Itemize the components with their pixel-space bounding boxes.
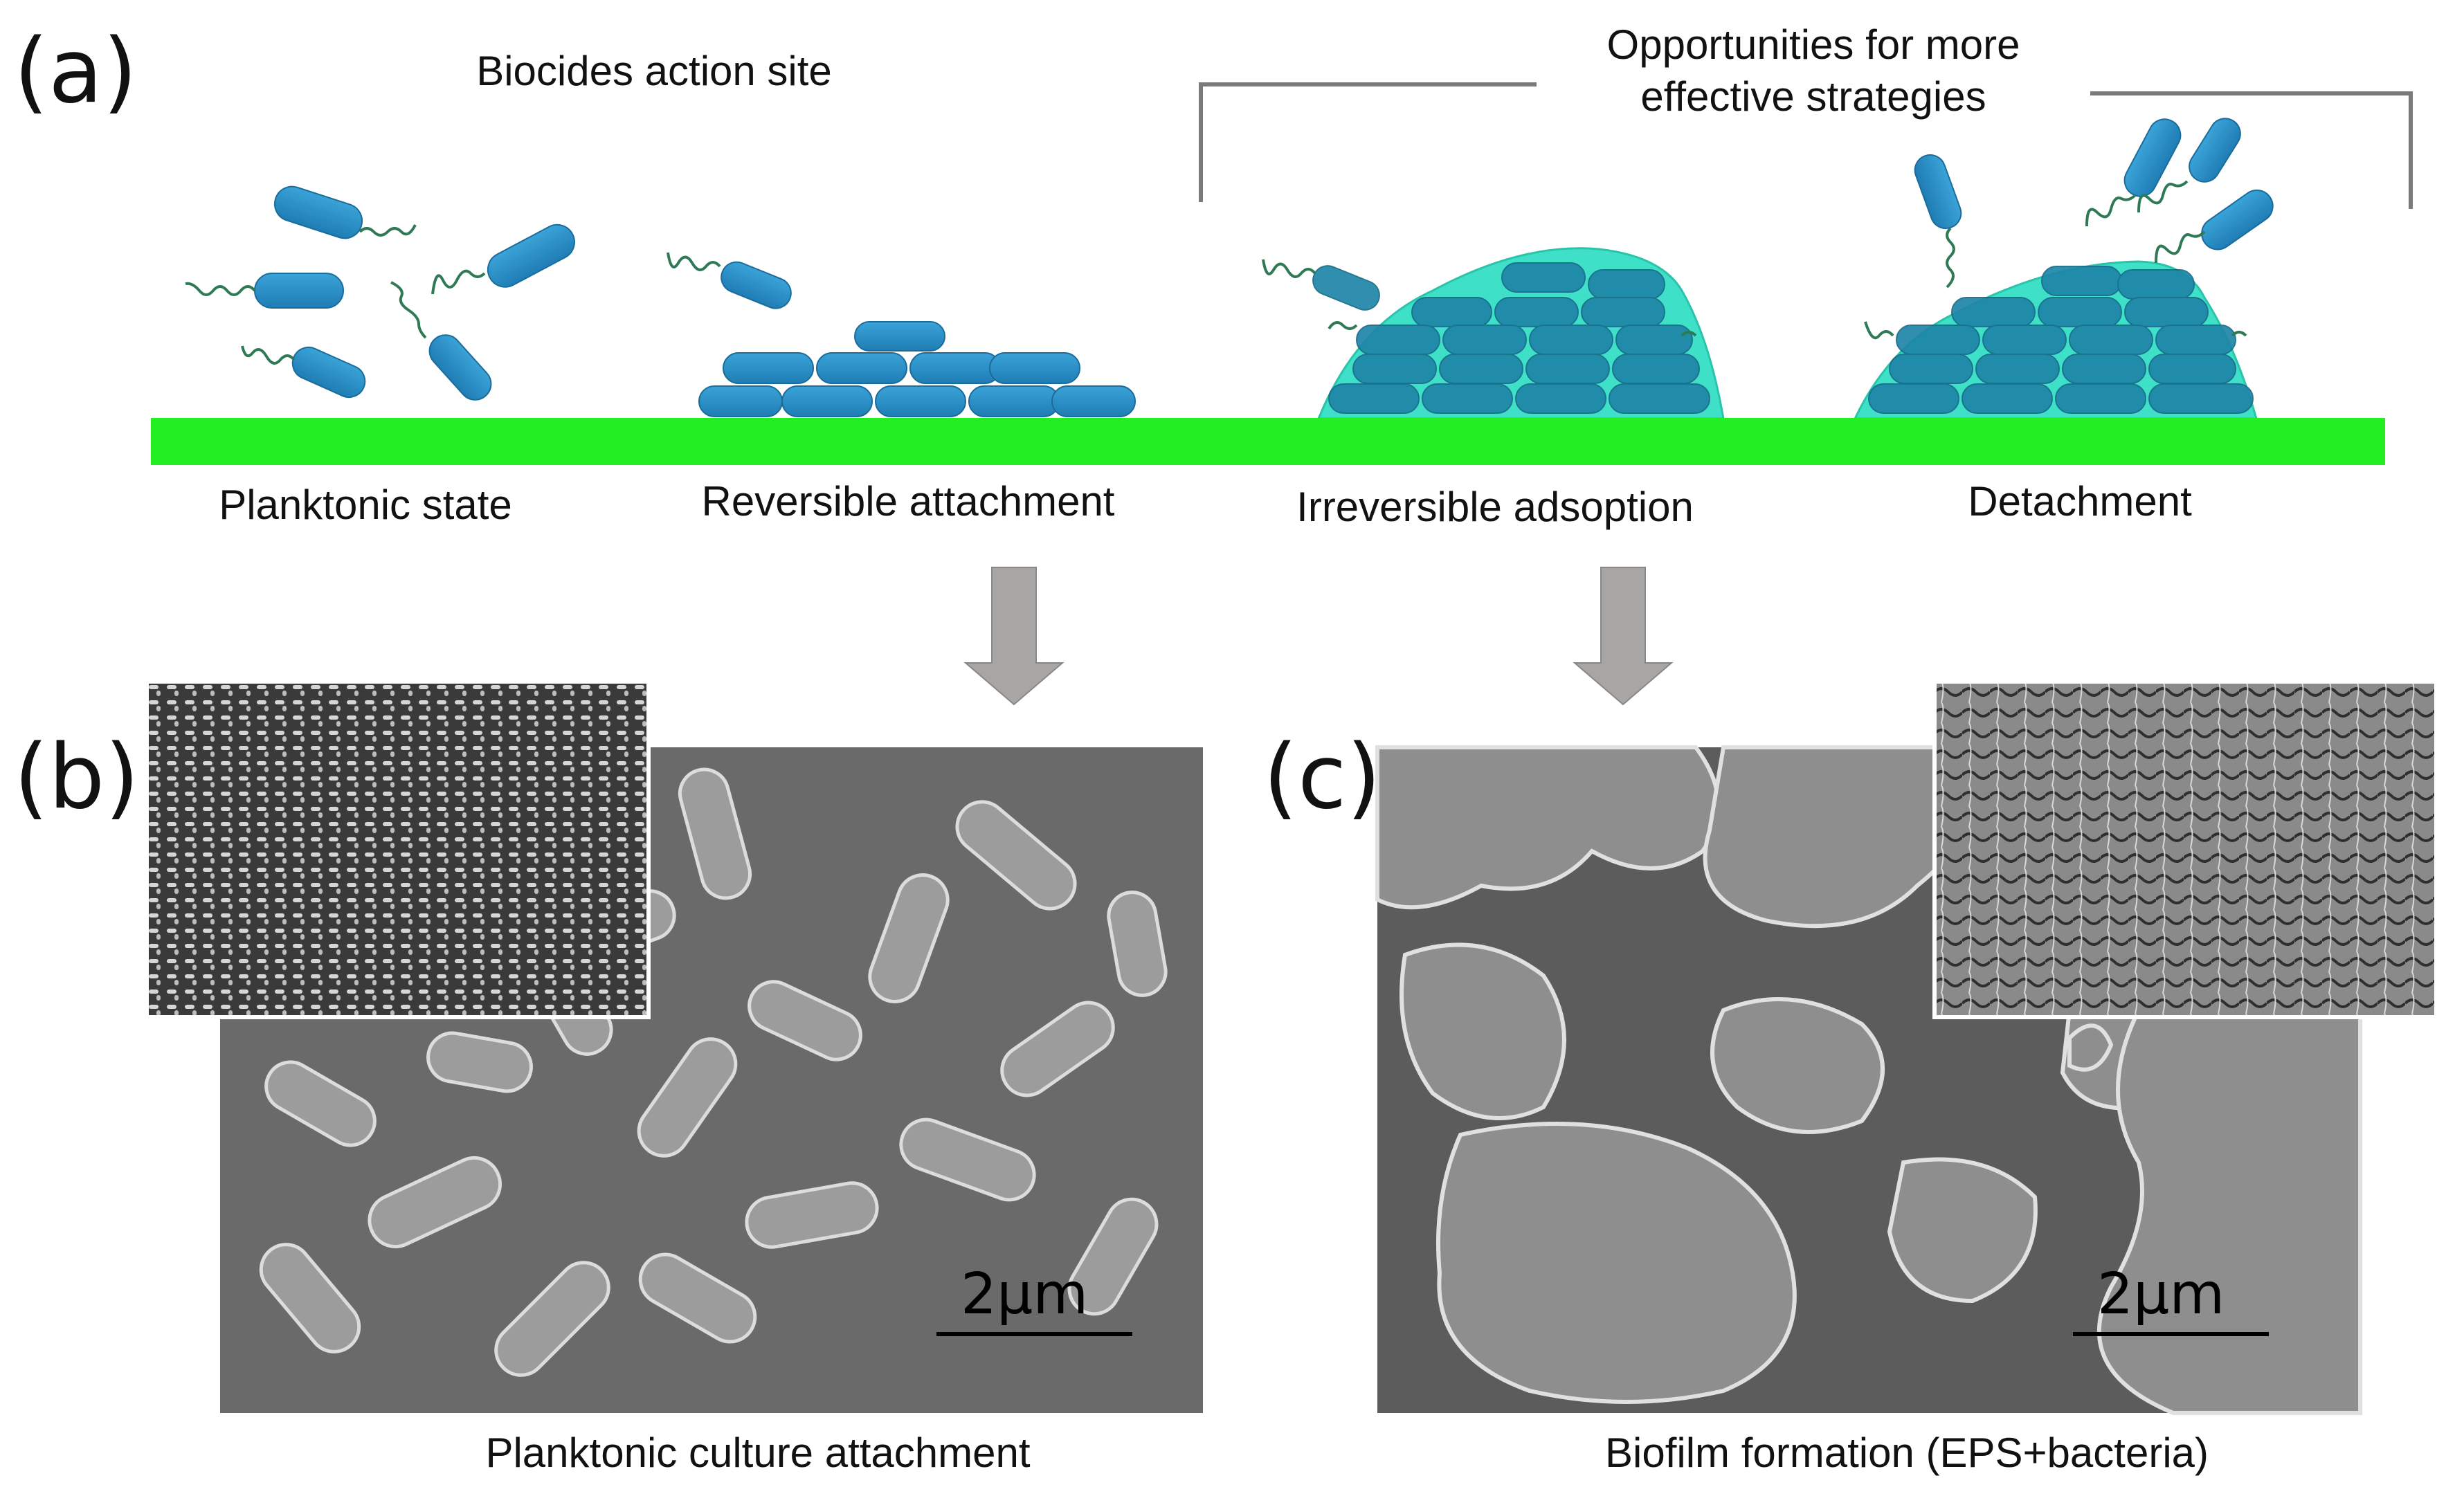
scale-bar-label-b: 2μm — [961, 1261, 1088, 1327]
detaching-bacteria — [1914, 118, 2274, 250]
panel-label-c: (c) — [1263, 726, 1382, 829]
stage-label-detachment: Detachment — [1968, 478, 2192, 524]
caption-planktonic-culture: Planktonic culture attachment — [485, 1430, 1031, 1476]
biocides-action-label: Biocides action site — [476, 48, 832, 94]
opportunities-line1: Opportunities for more — [1606, 21, 2020, 68]
sem-planktonic-inset — [145, 679, 651, 1019]
caption-biofilm-formation: Biofilm formation (EPS+bacteria) — [1605, 1430, 2209, 1476]
reversible-bacteria — [698, 261, 1136, 417]
irreversible-bacteria — [1312, 262, 1710, 414]
stage-label-irreversible: Irreversible adsoption — [1296, 484, 1694, 530]
down-arrow-right — [1573, 567, 1674, 706]
detachment-bacteria — [1868, 266, 2254, 414]
sem-biofilm-inset — [1932, 679, 2438, 1019]
panel-label-a: (a) — [14, 20, 138, 123]
sem-biofilm-main: 2μm — [1375, 745, 2362, 1415]
stage-label-planktonic: Planktonic state — [219, 482, 512, 528]
substrate-surface — [151, 418, 2385, 465]
panel-label-b: (b) — [14, 726, 140, 829]
opportunities-bracket — [1199, 82, 2413, 209]
opportunities-line2: effective strategies — [1640, 73, 1986, 120]
down-arrow-left — [963, 567, 1065, 706]
stage-label-reversible: Reversible attachment — [701, 478, 1115, 524]
scale-bar-label-c: 2μm — [2097, 1261, 2225, 1327]
biofilm-stages-schematic — [151, 118, 2385, 465]
planktonic-bacteria — [254, 185, 575, 401]
